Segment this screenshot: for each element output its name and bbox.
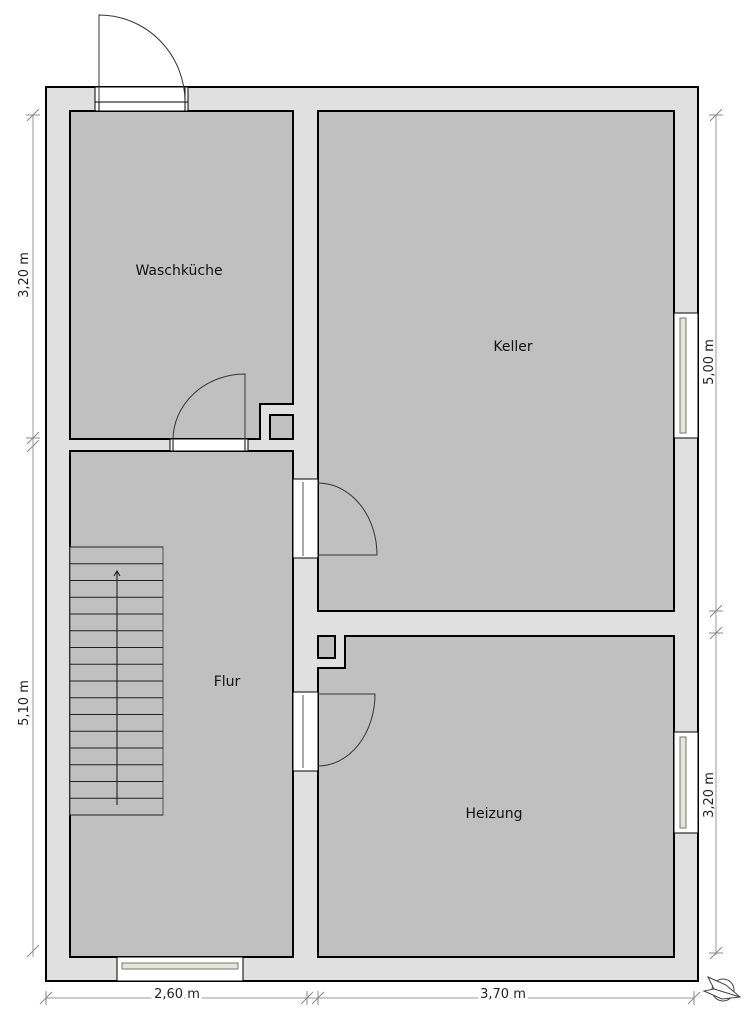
- dimension-lines: [26, 108, 723, 1005]
- dimension-right-top: 5,00 m: [702, 339, 717, 385]
- dimension-bottom-right: 3,70 m: [480, 987, 526, 1002]
- door-waschkueche[interactable]: [169, 373, 249, 452]
- dimension-right-bottom: 3,20 m: [702, 772, 717, 818]
- room-label-flur: Flur: [214, 674, 241, 690]
- door-heizung[interactable]: [292, 691, 376, 772]
- room-label-waschkueche: Waschküche: [135, 263, 222, 279]
- room-keller[interactable]: [317, 110, 675, 612]
- dimension-left-top: 3,20 m: [17, 252, 32, 298]
- arrow-head-icon: [113, 570, 121, 577]
- shaft: [269, 414, 294, 440]
- door-exterior[interactable]: [94, 14, 189, 112]
- window-heizung: [673, 731, 699, 834]
- room-label-heizung: Heizung: [465, 806, 522, 822]
- window-keller: [673, 312, 699, 439]
- room-waschkueche[interactable]: [69, 110, 294, 440]
- door-keller[interactable]: [292, 478, 378, 559]
- room-heizung[interactable]: [317, 635, 675, 958]
- dimension-bottom-left: 2,60 m: [154, 987, 200, 1002]
- room-label-keller: Keller: [493, 339, 532, 355]
- window-flur: [116, 956, 244, 982]
- shaft: [317, 635, 336, 659]
- compass-icon[interactable]: [702, 975, 742, 1002]
- dimension-left-bottom: 5,10 m: [17, 680, 32, 726]
